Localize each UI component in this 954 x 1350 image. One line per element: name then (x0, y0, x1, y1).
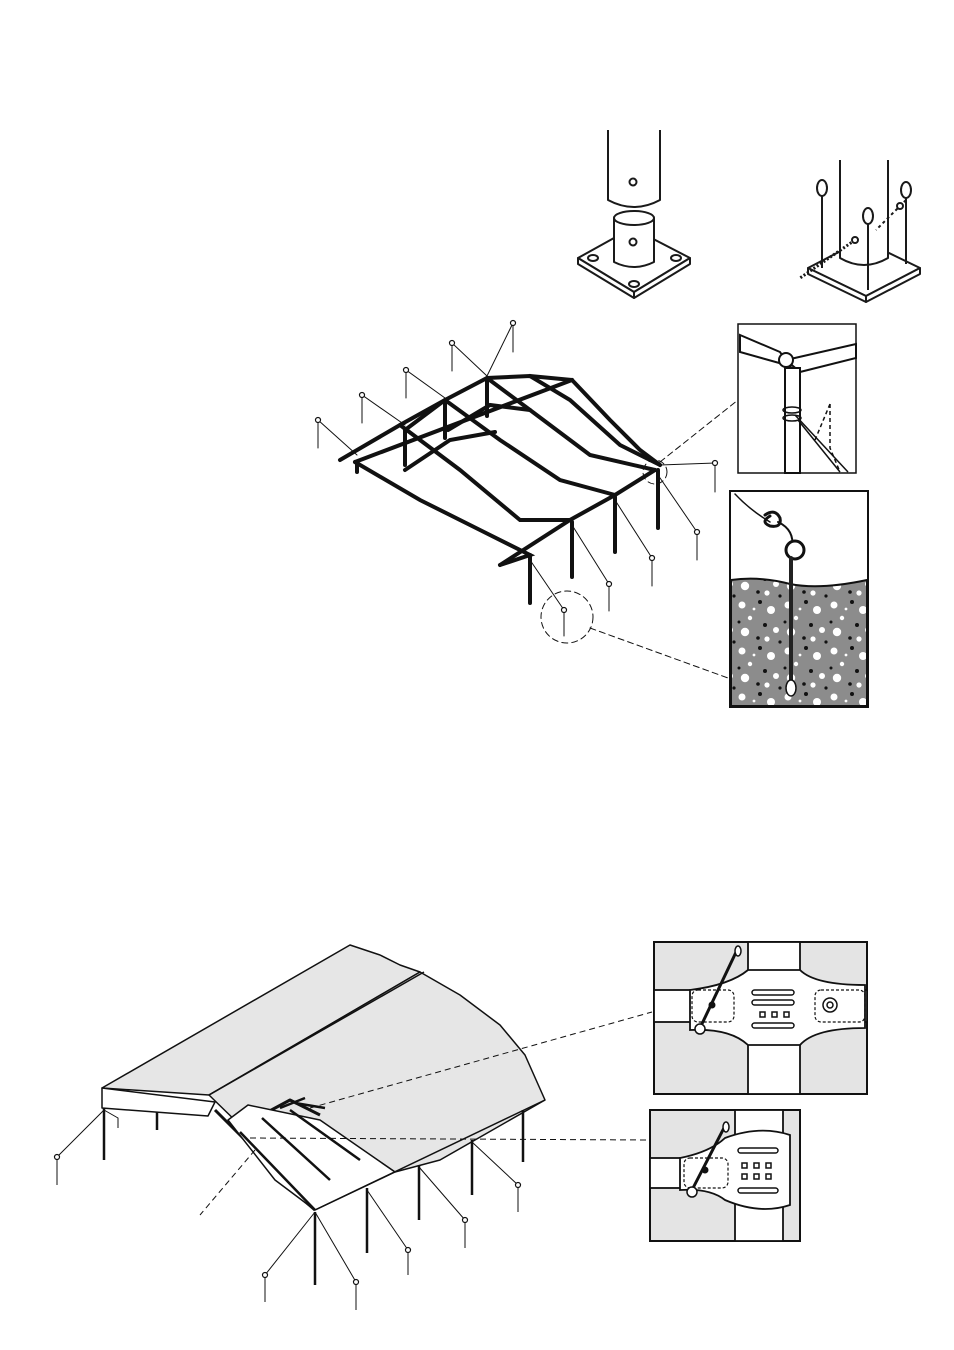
stake-icon (607, 582, 612, 587)
frame-rafters (340, 376, 660, 565)
stake-icon (511, 321, 516, 326)
stake-icon (450, 341, 455, 346)
bolt-icon (897, 203, 903, 209)
stake-icon (406, 1248, 411, 1253)
frame-anchoring-overview (316, 321, 739, 679)
corner-connector-detail (650, 1110, 800, 1241)
ground-soil (731, 579, 867, 706)
stake-icon (360, 393, 365, 398)
stake-icon (713, 461, 718, 466)
stake-icon (901, 182, 911, 264)
stake-icon (354, 1280, 359, 1285)
bolt-hole-icon (671, 255, 681, 261)
stake-icon (316, 418, 321, 423)
stake-icon (516, 1183, 521, 1188)
ground-stake-detail (730, 491, 868, 707)
canopy-overview (55, 945, 653, 1310)
corner-rope-detail (738, 324, 856, 473)
stake-icon (562, 608, 567, 613)
stake-icon (404, 368, 409, 373)
connector-icon (779, 353, 793, 367)
stake-icon (463, 1218, 468, 1223)
baseplate-detail (578, 130, 690, 298)
baseplate-stakes-detail (800, 160, 920, 302)
bolt-hole-icon (629, 281, 639, 287)
stake-icon (55, 1155, 60, 1160)
stake-icon (650, 556, 655, 561)
bolt-hole-icon (588, 255, 598, 261)
stake-icon (263, 1273, 268, 1278)
tee-connector-detail (654, 942, 867, 1094)
guy-ropes (318, 323, 715, 636)
stake-icon (817, 180, 827, 268)
stake-icon (695, 530, 700, 535)
stake-eye-icon (786, 541, 804, 559)
